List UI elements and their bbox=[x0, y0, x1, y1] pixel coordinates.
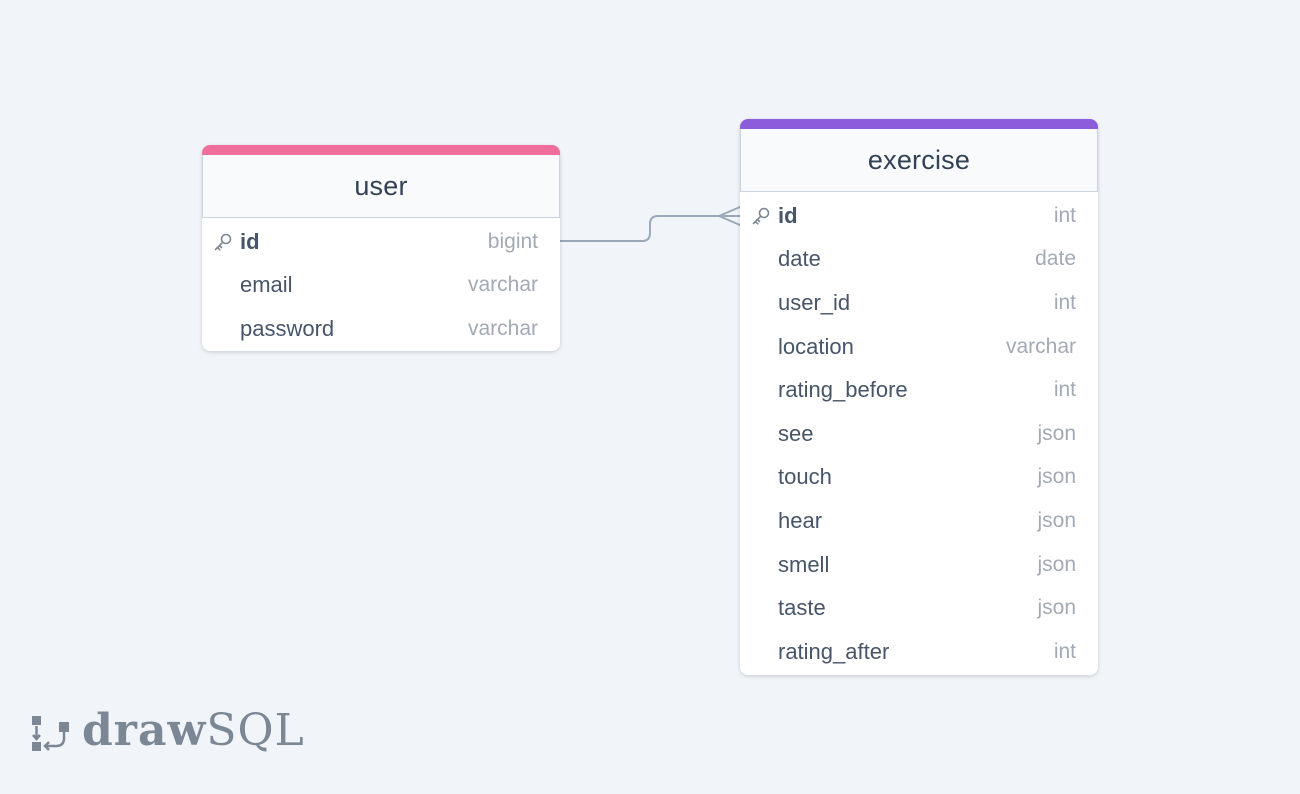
column-row-touch[interactable]: touch json bbox=[740, 456, 1098, 500]
table-accent-bar bbox=[740, 119, 1098, 129]
column-name: touch bbox=[778, 464, 832, 490]
column-type: int bbox=[1053, 639, 1076, 663]
table-header[interactable]: user bbox=[202, 155, 560, 218]
column-name: see bbox=[778, 420, 814, 446]
column-row-smell[interactable]: smell json bbox=[740, 543, 1098, 587]
column-row-taste[interactable]: taste json bbox=[740, 586, 1098, 630]
column-row-id[interactable]: id bigint bbox=[202, 220, 560, 264]
column-row-location[interactable]: location varchar bbox=[740, 325, 1098, 369]
column-name: user_id bbox=[778, 289, 851, 315]
primary-key-icon bbox=[214, 233, 232, 251]
table-header[interactable]: exercise bbox=[740, 129, 1098, 192]
column-row-see[interactable]: see json bbox=[740, 412, 1098, 456]
column-type: json bbox=[1037, 465, 1076, 489]
drawsql-logo-icon bbox=[32, 716, 69, 751]
logo-text-draw: draw bbox=[82, 704, 207, 756]
column-name: location bbox=[778, 333, 854, 359]
column-name: hear bbox=[778, 507, 823, 533]
column-type: int bbox=[1053, 378, 1076, 402]
column-name: smell bbox=[778, 551, 830, 577]
column-name: id bbox=[240, 228, 260, 254]
column-list: id bigint email varchar password varchar bbox=[202, 218, 560, 351]
column-type: int bbox=[1053, 203, 1076, 227]
column-type: bigint bbox=[487, 229, 538, 253]
column-name: rating_before bbox=[778, 377, 908, 403]
column-type: json bbox=[1037, 596, 1076, 620]
relationship-line-user-exercise[interactable] bbox=[560, 215, 740, 242]
column-type: json bbox=[1037, 421, 1076, 445]
table-accent-bar bbox=[202, 145, 560, 155]
column-row-hear[interactable]: hear json bbox=[740, 499, 1098, 543]
column-name: date bbox=[778, 246, 821, 272]
column-row-email[interactable]: email varchar bbox=[202, 264, 560, 308]
column-row-rating-before[interactable]: rating_before int bbox=[740, 368, 1098, 412]
column-row-user-id[interactable]: user_id int bbox=[740, 281, 1098, 325]
column-type: json bbox=[1037, 552, 1076, 576]
logo-text-sql: SQL bbox=[206, 704, 305, 756]
column-type: varchar bbox=[467, 316, 538, 340]
column-row-id[interactable]: id int bbox=[740, 194, 1098, 238]
column-name: email bbox=[240, 272, 293, 298]
table-name: exercise bbox=[867, 144, 971, 175]
column-row-date[interactable]: date date bbox=[740, 238, 1098, 282]
column-name: taste bbox=[778, 595, 826, 621]
column-name: id bbox=[778, 202, 798, 228]
table-user[interactable]: user id bigint email varchar password varchar bbox=[202, 145, 560, 351]
column-type: date bbox=[1035, 247, 1076, 271]
crows-foot-icon bbox=[718, 206, 741, 226]
column-name: password bbox=[240, 315, 335, 341]
column-type: varchar bbox=[1005, 334, 1076, 358]
column-row-rating-after[interactable]: rating_after int bbox=[740, 630, 1098, 674]
drawsql-logo: draw SQL bbox=[30, 704, 305, 756]
table-name: user bbox=[354, 170, 408, 201]
column-type: int bbox=[1053, 290, 1076, 314]
column-type: varchar bbox=[467, 273, 538, 297]
column-row-password[interactable]: password varchar bbox=[202, 307, 560, 351]
column-name: rating_after bbox=[778, 638, 890, 664]
column-type: json bbox=[1037, 508, 1076, 532]
primary-key-icon bbox=[752, 207, 770, 225]
